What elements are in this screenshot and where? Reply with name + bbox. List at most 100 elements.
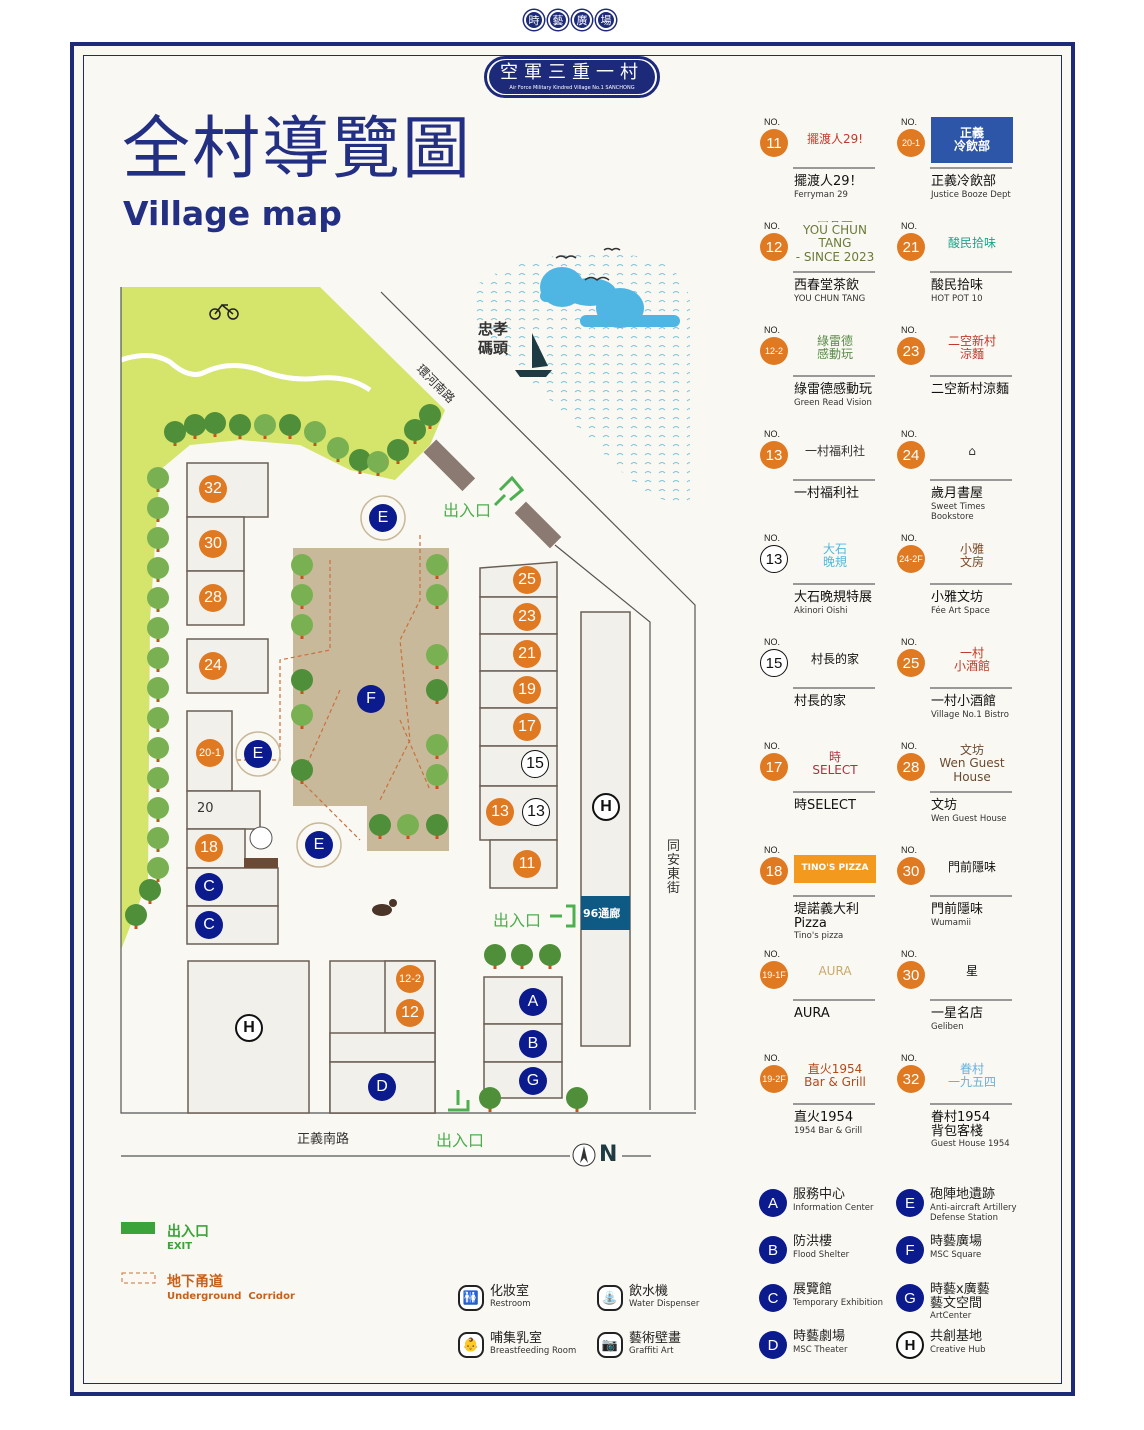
tree-icon	[397, 814, 419, 839]
divider	[793, 999, 875, 1001]
shop-number-badge: 19-1F	[760, 961, 788, 989]
amenity-label-en: Breastfeeding Room	[490, 1345, 577, 1356]
map-marker-32[interactable]: 32	[199, 475, 227, 503]
shop-no-label: NO.	[764, 533, 781, 543]
exit-label: 出入口	[493, 911, 542, 930]
shop-logo: AURA	[818, 964, 852, 979]
legend-corridor-swatch	[121, 1272, 156, 1284]
facility-badge: H	[896, 1331, 924, 1359]
tree-icon	[147, 677, 169, 702]
shop-name: 二空新村涼麵	[931, 383, 1027, 398]
map-marker-c[interactable]: C	[195, 873, 223, 901]
tree-icon	[479, 1087, 501, 1112]
tree-icon	[426, 814, 448, 839]
bicycle-icon	[209, 303, 239, 320]
map-marker-e[interactable]: E	[369, 504, 397, 532]
map-marker-12[interactable]: 12	[396, 999, 424, 1027]
map-marker-15[interactable]: 15	[521, 750, 549, 778]
map-marker-21[interactable]: 21	[513, 640, 541, 668]
map-marker-13[interactable]: 13	[522, 798, 550, 826]
map-marker-d[interactable]: D	[368, 1073, 396, 1101]
shop-no-label: NO.	[901, 1053, 918, 1063]
divider	[793, 895, 875, 897]
shop-name: 村長的家	[794, 695, 890, 710]
shop-item[interactable]: NO. 11 擺渡人29! 擺渡人29！Ferryman 29	[760, 117, 890, 217]
map-marker-e[interactable]: E	[305, 831, 333, 859]
map-marker-30[interactable]: 30	[199, 530, 227, 558]
map-marker-b[interactable]: B	[519, 1030, 547, 1058]
map-marker-11[interactable]: 11	[513, 850, 541, 878]
tree-icon	[426, 734, 448, 759]
shop-name: AURA	[794, 1007, 890, 1022]
map-inner-border	[83, 55, 1062, 1384]
facility-badge: B	[759, 1236, 787, 1264]
divider	[793, 687, 875, 689]
shop-item[interactable]: NO. 12 西春堂 YOU CHUN TANG - SINCE 2023 - …	[760, 221, 890, 321]
facility-name-zh: 時藝廣場	[930, 1234, 983, 1249]
park-path	[120, 353, 372, 393]
shop-name-zh: 二空新村涼麵	[931, 382, 1010, 397]
shop-item[interactable]: NO. 17 時 SELECT 時SELECT	[760, 741, 890, 841]
shop-number-badge: 12	[760, 233, 788, 261]
map-marker-h[interactable]: H	[235, 1014, 263, 1042]
map-marker-24[interactable]: 24	[199, 652, 227, 680]
tree-icon	[204, 412, 226, 437]
map-marker-h[interactable]: H	[592, 793, 620, 821]
divider	[930, 1103, 1012, 1105]
statue-icon	[249, 826, 273, 850]
map-marker-c[interactable]: C	[195, 911, 223, 939]
map-marker-28[interactable]: 28	[199, 584, 227, 612]
divider	[793, 479, 875, 481]
amenity-label-en: Graffiti Art	[629, 1345, 674, 1356]
tree-icon	[147, 767, 169, 792]
map-marker-17[interactable]: 17	[513, 713, 541, 741]
tree-icon	[147, 557, 169, 582]
map-marker-e[interactable]: E	[244, 740, 272, 768]
bird-icon	[555, 247, 621, 281]
logo-name: 空軍三重一村	[500, 62, 644, 83]
map-marker-19[interactable]: 19	[513, 676, 541, 704]
shop-name-en: Wumamii	[931, 917, 971, 928]
shop-item[interactable]: NO. 15 村長的家 村長的家	[760, 637, 890, 737]
map-marker-12-2[interactable]: 12-2	[396, 965, 424, 993]
shop-item[interactable]: NO. 13 一村福利社 一村福利社	[760, 429, 890, 529]
tree-icon	[291, 759, 313, 784]
map-marker-13[interactable]: 13	[486, 798, 514, 826]
map-marker-a[interactable]: A	[519, 988, 547, 1016]
96-passage-label: 96通廊	[583, 907, 621, 920]
shop-name-en: Tino's pizza	[794, 931, 844, 942]
legend-exit-swatch	[121, 1222, 155, 1234]
tree-icon	[147, 497, 169, 522]
shop-name-zh: 一村小酒館	[931, 694, 997, 709]
shop-item[interactable]: NO. 23 二空新村 涼麵 二空新村涼麵	[897, 325, 1027, 425]
shop-item[interactable]: NO. 19-1F AURA AURA	[760, 949, 890, 1049]
tree-icon	[511, 944, 533, 969]
map-marker-g[interactable]: G	[519, 1067, 547, 1095]
map-marker-23[interactable]: 23	[513, 603, 541, 631]
map-marker-f[interactable]: F	[357, 685, 385, 713]
map-marker-25[interactable]: 25	[513, 566, 541, 594]
shop-number-badge: 24-2F	[897, 545, 925, 573]
shop-no-label: NO.	[901, 325, 918, 335]
map-marker-20-1[interactable]: 20-1	[196, 739, 224, 767]
shop-no-label: NO.	[764, 845, 781, 855]
map-marker-18[interactable]: 18	[195, 834, 223, 862]
shop-name-zh: 村長的家	[794, 694, 847, 709]
